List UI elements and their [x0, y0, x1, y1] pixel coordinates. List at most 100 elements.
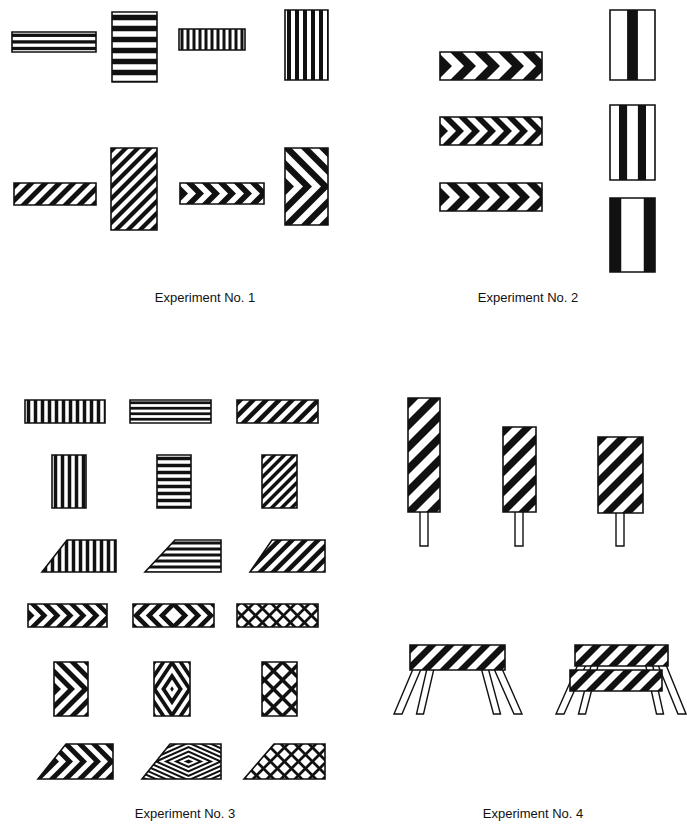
- stripe: [62, 183, 91, 205]
- stripe: [139, 639, 206, 739]
- stripe: [107, 540, 111, 572]
- stripe: [99, 722, 279, 802]
- stripe: [269, 455, 327, 508]
- stripe: [402, 52, 428, 80]
- stripe: [619, 105, 627, 180]
- stripe: [349, 455, 407, 508]
- panel-ground: [179, 29, 245, 50]
- stripe: [280, 662, 339, 716]
- panel-outline: [285, 148, 328, 225]
- barricade-panel: [154, 183, 285, 204]
- stripe: [30, 604, 48, 627]
- stripe: [426, 183, 450, 211]
- stripe: [312, 604, 339, 627]
- stripe: [337, 148, 385, 225]
- stripe: [322, 540, 361, 572]
- stripe: [112, 70, 157, 76]
- barricade-panel: [107, 604, 241, 627]
- stripe: [298, 604, 325, 627]
- stripe: [82, 455, 86, 508]
- stripe: [205, 29, 208, 50]
- experiment-caption: Experiment No. 2: [478, 290, 578, 305]
- barricade-panel: [13, 662, 131, 716]
- stripe: [159, 604, 177, 627]
- stripe: [121, 612, 224, 766]
- stripe: [202, 183, 221, 204]
- barricade-panel: [94, 720, 284, 804]
- stripe: [186, 183, 205, 204]
- stripe: [218, 183, 237, 204]
- stripe: [193, 29, 196, 50]
- stripe: [48, 400, 52, 423]
- stripe: [307, 744, 346, 779]
- stripe: [680, 645, 687, 666]
- stripe: [130, 412, 211, 415]
- stripe: [76, 400, 80, 423]
- stripe: [241, 29, 244, 50]
- barricade-panel: [195, 744, 388, 779]
- panel-outline: [142, 744, 221, 779]
- stripe: [157, 464, 191, 468]
- panel-ground: [610, 198, 655, 272]
- stripe: [506, 183, 530, 211]
- stripe: [107, 604, 125, 627]
- stripe: [529, 645, 563, 670]
- stripe: [125, 619, 219, 759]
- stripe: [406, 183, 430, 211]
- stripe: [223, 744, 262, 779]
- stripe: [256, 604, 283, 627]
- stripe: [76, 183, 105, 205]
- stripe: [458, 117, 480, 145]
- stripe: [305, 400, 335, 423]
- stripe: [12, 47, 96, 50]
- stripe: [294, 398, 419, 512]
- stripe: [124, 733, 254, 790]
- stripe: [582, 437, 668, 513]
- panel-outline: [410, 645, 505, 670]
- stripe: [486, 183, 510, 211]
- stripe: [146, 604, 164, 627]
- experiment-caption: Experiment No. 4: [483, 806, 583, 821]
- stripe: [197, 148, 285, 230]
- stripe: [442, 117, 464, 145]
- stripe: [157, 471, 191, 475]
- stripe: [105, 744, 130, 779]
- stripe: [95, 604, 113, 627]
- barricade-panel: [52, 455, 86, 508]
- stripe: [170, 183, 189, 204]
- stripe: [382, 398, 507, 512]
- panel-ground: [52, 455, 86, 508]
- panel-outline: [610, 10, 655, 80]
- stripe: [256, 604, 283, 627]
- barricade-panel: [531, 670, 687, 691]
- stripe: [298, 662, 357, 716]
- stripe: [536, 398, 661, 512]
- panel-outline: [28, 604, 107, 627]
- stripe: [418, 427, 513, 512]
- barricade-panel: [205, 540, 387, 572]
- stripe: [321, 744, 360, 779]
- stripe: [13, 662, 47, 716]
- barricade-panel: [402, 52, 572, 80]
- panel-ground: [610, 10, 655, 80]
- panel-outline: [408, 398, 440, 512]
- barricade-panel: [157, 455, 191, 509]
- stripe: [458, 427, 553, 512]
- stripe: [183, 604, 201, 627]
- stripe: [316, 662, 375, 716]
- panel-outline: [38, 744, 113, 779]
- barricade-panel: [367, 645, 563, 670]
- stripe: [307, 744, 346, 779]
- panel-outline: [237, 400, 318, 423]
- stripe: [335, 540, 374, 572]
- panel-outline: [52, 455, 86, 508]
- experiment-caption: Experiment No. 3: [135, 806, 235, 821]
- stripe: [349, 744, 388, 779]
- barricade-panel: [410, 117, 576, 145]
- stripe: [474, 117, 496, 145]
- stripe: [109, 726, 269, 797]
- stripe: [610, 198, 621, 272]
- stripe: [130, 626, 215, 753]
- stripe: [319, 10, 323, 80]
- stripe: [145, 548, 221, 551]
